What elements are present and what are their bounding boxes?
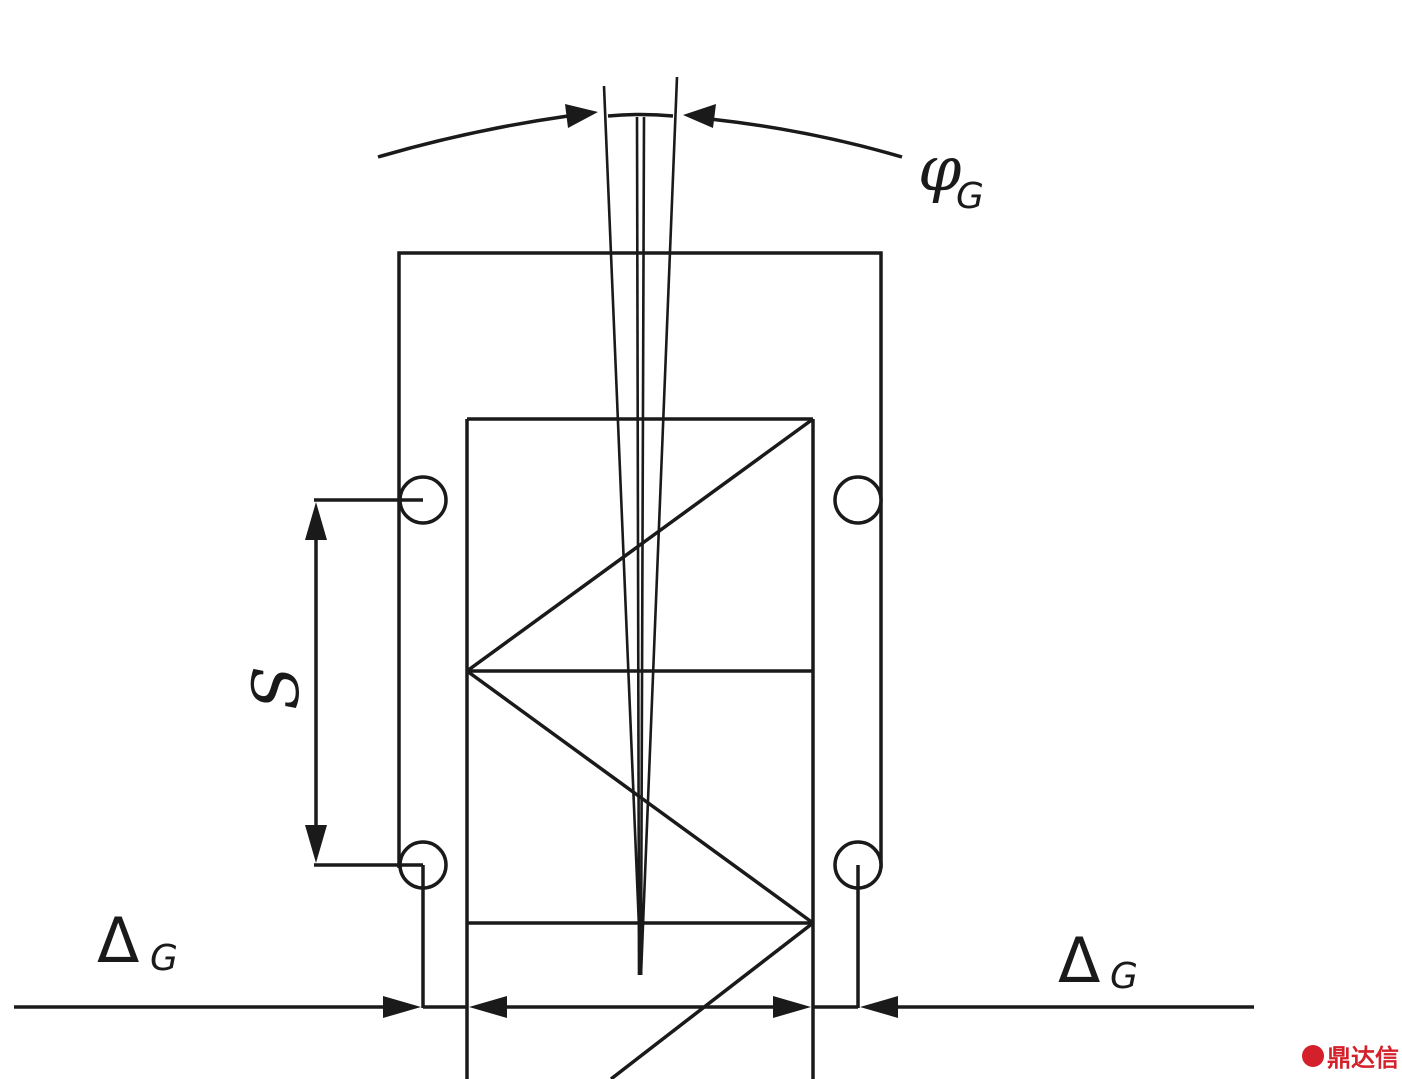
width-arrow-left <box>469 996 507 1018</box>
brace-diagonal-upper <box>465 417 815 673</box>
roller-upper-right <box>833 475 883 525</box>
delta-g-label-right: Δ G <box>1058 924 1138 997</box>
watermark-text: 鼎达信 <box>1327 1044 1399 1072</box>
clearance-dimension <box>14 865 1254 1018</box>
delta-left-symbol: Δ <box>97 904 139 977</box>
delta-arrow-left-outer <box>383 996 421 1018</box>
width-arrow-right <box>773 996 811 1018</box>
delta-right-subscript: G <box>1110 956 1138 997</box>
delta-g-label-left: Δ G <box>97 904 178 979</box>
s-arrow-bottom <box>305 825 327 863</box>
angle-arc <box>377 104 903 159</box>
delta-arrow-right-outer <box>860 996 898 1018</box>
brace-diagonal-middle <box>465 669 815 925</box>
guide-frame <box>397 251 883 868</box>
car-body <box>465 417 815 1079</box>
s-arrow-top <box>305 502 327 540</box>
watermark-seal-icon <box>1302 1045 1324 1067</box>
watermark-logo: 鼎达信 <box>1302 1044 1399 1072</box>
arc-arrow-right <box>683 104 716 128</box>
s-dimension <box>305 498 423 867</box>
phi-g-label: φ G <box>918 132 984 217</box>
delta-left-subscript: G <box>150 938 178 979</box>
tilt-wedge <box>602 76 679 976</box>
phi-subscript: G <box>956 176 984 217</box>
arc-arrow-left <box>565 104 598 128</box>
phi-symbol: φ <box>918 132 962 205</box>
delta-right-symbol: Δ <box>1058 924 1100 997</box>
svg-text:S: S <box>240 666 314 710</box>
s-label: S <box>240 666 314 710</box>
brace-diagonal-lower <box>609 921 815 1079</box>
